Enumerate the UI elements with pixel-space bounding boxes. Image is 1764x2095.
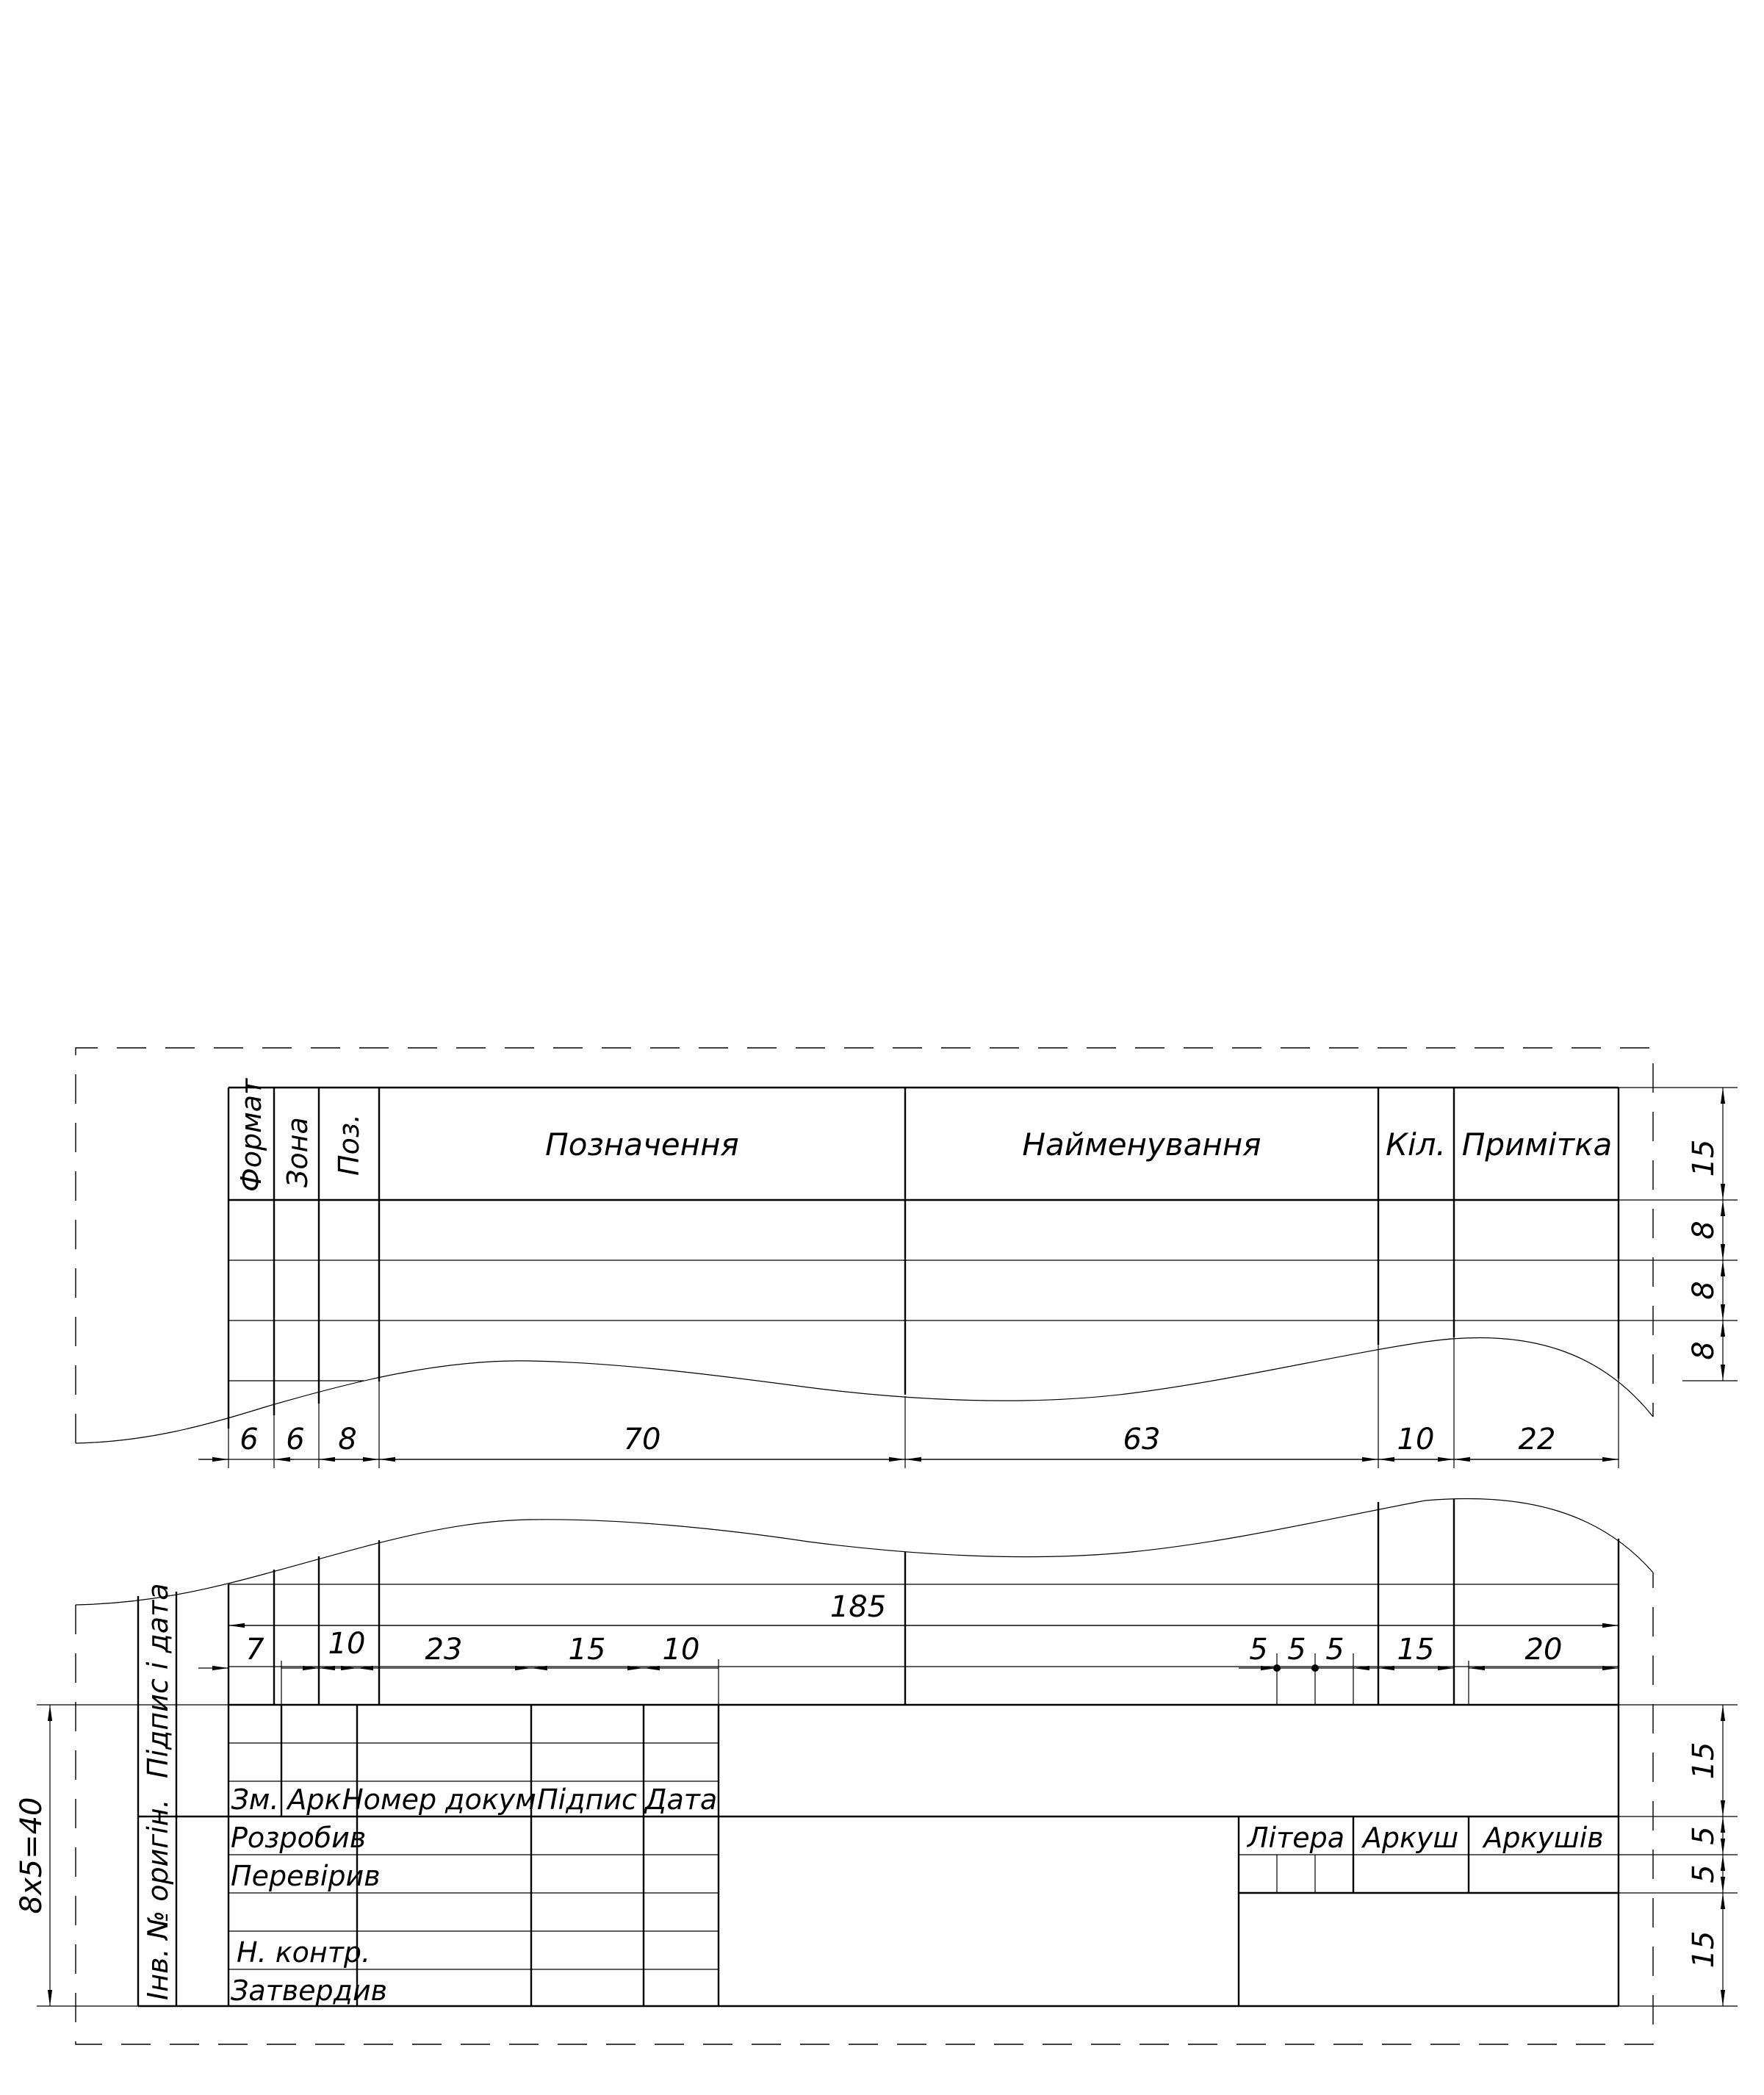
tb-role-checked: Перевірив bbox=[231, 1860, 381, 1892]
tb-role-developed: Розробив bbox=[231, 1822, 366, 1854]
dim-row-1: 8 bbox=[1687, 1221, 1721, 1239]
left-margin-strip bbox=[137, 1592, 228, 2008]
dim-tb-row-changes: 15 bbox=[1687, 1742, 1721, 1780]
lower-column-dimensions bbox=[198, 1653, 1619, 1705]
lower-sheet-border bbox=[75, 1573, 1654, 2045]
dim-lower-date: 10 bbox=[663, 1633, 700, 1667]
tb-header-signature: Підпис bbox=[537, 1783, 637, 1816]
row-height-dimensions bbox=[1619, 1087, 1738, 1381]
header-note: Примітка bbox=[1462, 1126, 1612, 1163]
tb-header-date: Дата bbox=[644, 1783, 717, 1816]
dim-col-position: 8 bbox=[338, 1423, 356, 1456]
header-zone: Зона bbox=[281, 1117, 314, 1187]
header-designation: Позначення bbox=[545, 1126, 739, 1163]
header-format: Формат bbox=[235, 1077, 267, 1192]
dim-tb-row-bottom: 15 bbox=[1687, 1931, 1721, 1969]
dim-col-quantity: 10 bbox=[1397, 1423, 1435, 1456]
lower-sheet-fragment: Підпис і дата Інв. № оригін. 185 bbox=[15, 1498, 1738, 2045]
dim-lower-doc-number: 23 bbox=[425, 1633, 463, 1667]
dim-lower-sheets: 20 bbox=[1525, 1633, 1563, 1667]
dim-lower-sheet: 10 bbox=[328, 1627, 366, 1661]
dim-row-3: 8 bbox=[1687, 1341, 1721, 1359]
tb-header-doc-number: Номер докум. bbox=[342, 1783, 545, 1816]
dim-tb-row-letter-cells: 5 bbox=[1687, 1864, 1721, 1883]
dim-col-zone: 6 bbox=[286, 1423, 304, 1456]
spec-header-table bbox=[227, 1086, 1620, 1429]
dim-total-width: 185 bbox=[830, 1590, 886, 1624]
tb-info-letter: Літера bbox=[1246, 1822, 1344, 1854]
title-block-row-dimensions bbox=[1619, 1704, 1738, 2007]
dim-row-2: 8 bbox=[1687, 1281, 1721, 1299]
spec-rows-lower bbox=[227, 1499, 1620, 2006]
tb-info-sheets: Аркушів bbox=[1481, 1822, 1603, 1854]
dim-lower-signature: 15 bbox=[569, 1633, 606, 1667]
tb-role-norm-control: Н. контр. bbox=[237, 1936, 370, 1969]
tb-header-sheet: Арк. bbox=[285, 1783, 350, 1816]
dim-col-designation: 70 bbox=[624, 1423, 661, 1456]
dim-overall-height: 8x5=40 bbox=[15, 1797, 48, 1914]
upper-tear-line bbox=[75, 1337, 1654, 1444]
upper-sheet-border bbox=[75, 1047, 1654, 1443]
strip-signature-date: Підпис і дата bbox=[142, 1583, 174, 1778]
dim-tb-row-letter: 5 bbox=[1687, 1826, 1721, 1844]
upper-sheet-fragment: Формат Зона Поз. Позначення Найменування… bbox=[75, 1047, 1738, 1468]
tb-info-sheet: Аркуш bbox=[1361, 1822, 1458, 1854]
dim-lower-letter-3: 5 bbox=[1325, 1633, 1344, 1667]
overall-height-dimension bbox=[37, 1704, 228, 2007]
column-width-dimensions bbox=[198, 1337, 1619, 1468]
tb-role-approved: Затвердив bbox=[231, 1974, 387, 2007]
header-quantity: Кіл. bbox=[1386, 1126, 1446, 1163]
title-block-grid bbox=[228, 1703, 1619, 2008]
dim-lower-letter-2: 5 bbox=[1287, 1633, 1306, 1667]
dim-lower-change: 7 bbox=[245, 1633, 264, 1667]
dim-col-name: 63 bbox=[1123, 1423, 1161, 1456]
dim-row-header: 15 bbox=[1687, 1140, 1721, 1177]
header-position: Поз. bbox=[333, 1114, 365, 1176]
dim-col-note: 22 bbox=[1519, 1423, 1556, 1456]
lower-tear-line bbox=[75, 1498, 1654, 1606]
dim-col-format: 6 bbox=[240, 1423, 258, 1456]
tb-header-change: Зм. bbox=[231, 1783, 278, 1816]
dim-lower-letter-1: 5 bbox=[1249, 1633, 1267, 1667]
dim-lower-sheet-no: 15 bbox=[1397, 1633, 1435, 1667]
header-name: Найменування bbox=[1022, 1126, 1261, 1163]
strip-original-inv: Інв. № оригін. bbox=[142, 1799, 174, 2000]
